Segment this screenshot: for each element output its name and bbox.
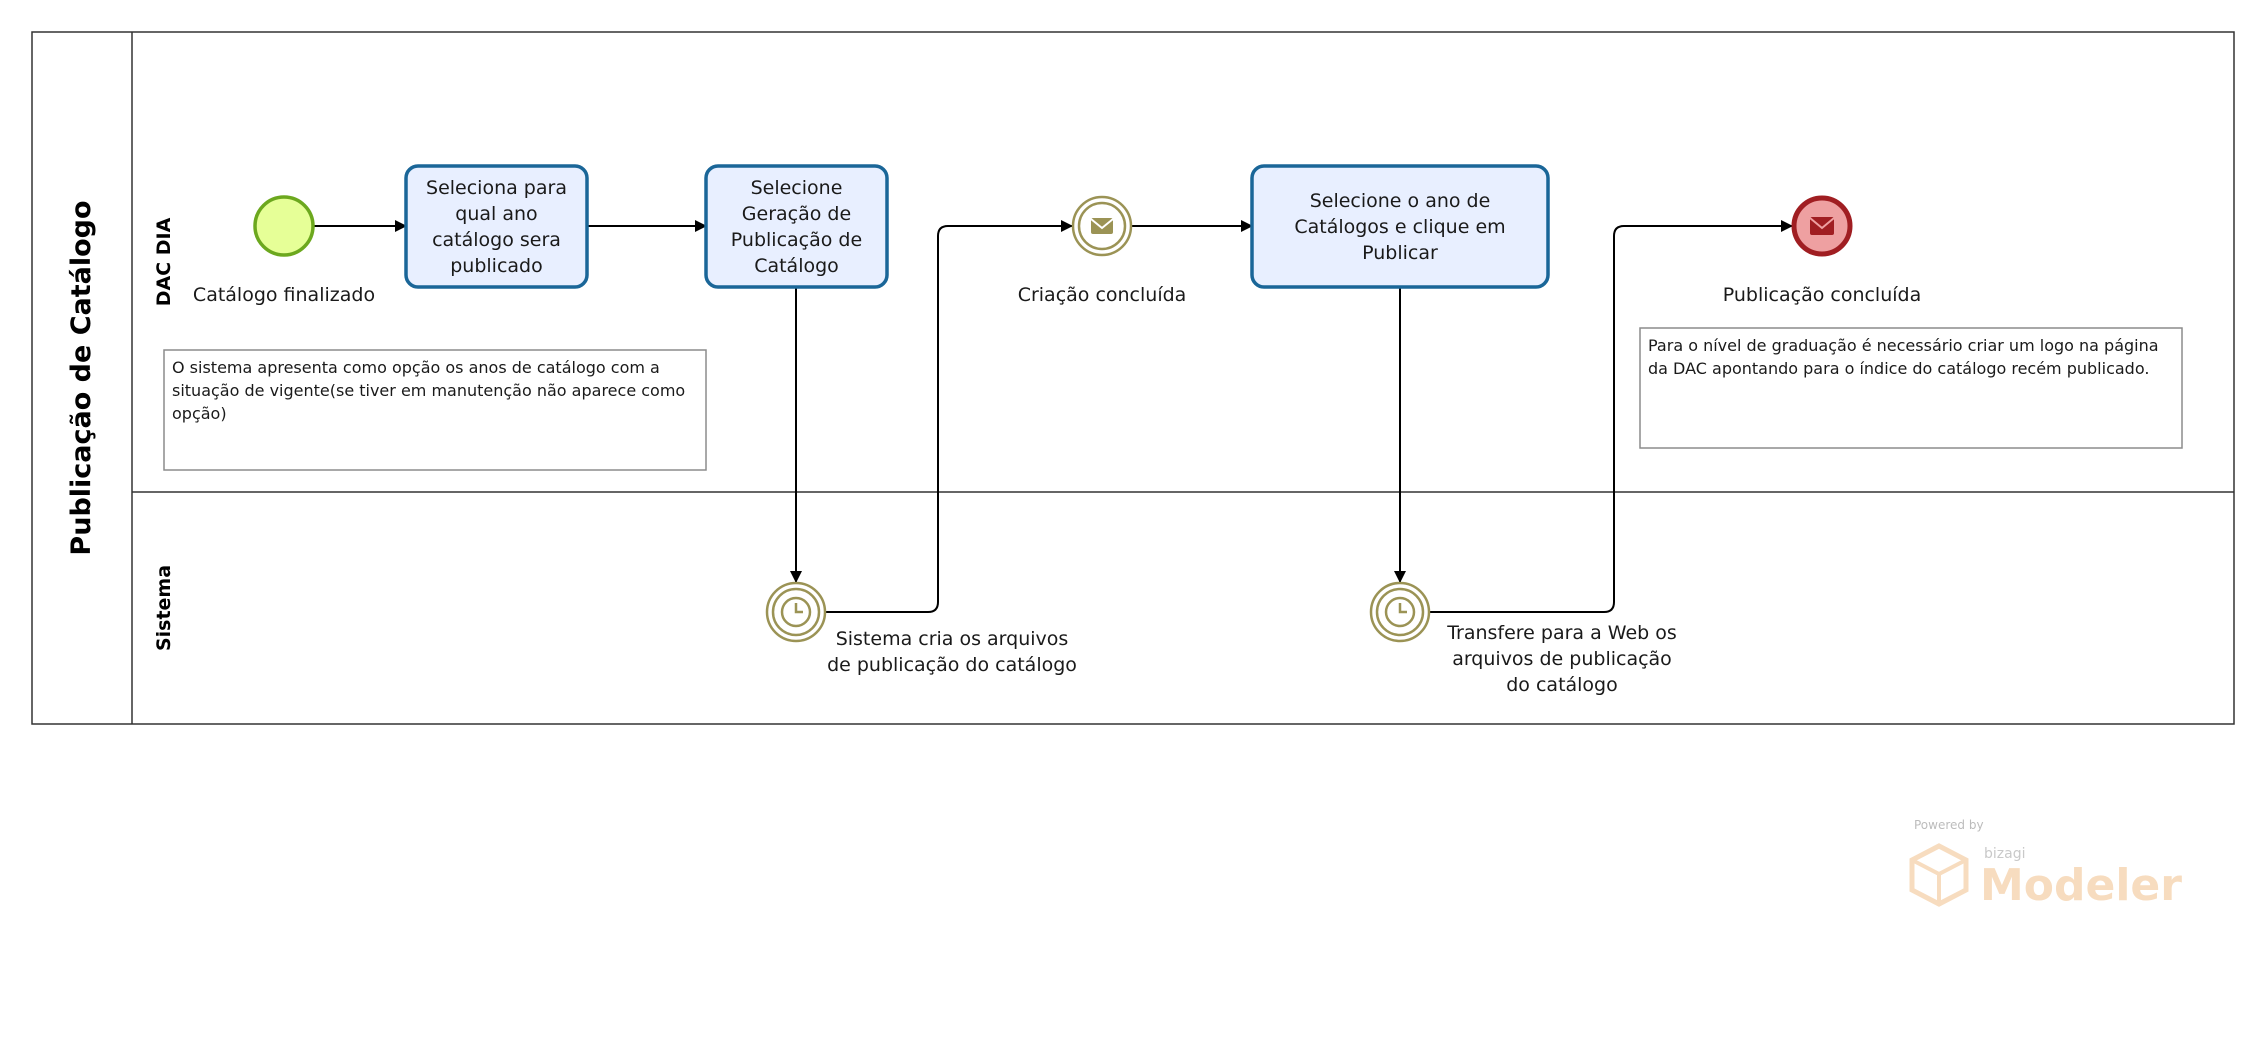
annotation-note-2: Para o nível de graduação é necessário c… bbox=[1639, 327, 2183, 449]
annotation-note-1: O sistema apresenta como opção os anos d… bbox=[163, 349, 707, 471]
watermark-brand: bizagi bbox=[1984, 846, 2025, 862]
end-event-label: Publicação concluída bbox=[1723, 284, 1922, 306]
timer-event-1-label-line2: de publicação do catálogo bbox=[827, 654, 1077, 676]
clock-icon bbox=[780, 596, 812, 628]
task-seleciona-ano[interactable]: Seleciona para qual ano catálogo sera pu… bbox=[404, 164, 589, 289]
watermark-powered-by: Powered by bbox=[1914, 818, 1984, 832]
envelope-icon bbox=[1809, 217, 1835, 235]
sequence-flows bbox=[314, 220, 1793, 613]
end-message-event[interactable] bbox=[1791, 195, 1853, 257]
pool-title: Publicação de Catálogo bbox=[66, 200, 97, 555]
annotation-text: O sistema apresenta como opção os anos d… bbox=[172, 358, 686, 423]
lane-title-sistema: Sistema bbox=[153, 565, 175, 651]
start-event-icon[interactable] bbox=[253, 195, 315, 257]
task-selecione-geracao[interactable]: Selecione Geração de Publicação de Catál… bbox=[704, 164, 889, 289]
flow-timer1-to-message[interactable] bbox=[826, 220, 1073, 613]
bizagi-logo-icon bbox=[1909, 843, 1969, 907]
timer-event-2-label-line1: Transfere para a Web os bbox=[1446, 622, 1677, 644]
flow-timer2-to-end[interactable] bbox=[1430, 220, 1793, 613]
task-label: Selecione o ano de Catálogos e clique em… bbox=[1294, 189, 1506, 264]
task-selecione-ano-publicar[interactable]: Selecione o ano de Catálogos e clique em… bbox=[1250, 164, 1550, 289]
lane-title-dac-dia: DAC DIA bbox=[153, 217, 175, 306]
intermediate-message-event[interactable] bbox=[1071, 195, 1133, 257]
annotation-text: Para o nível de graduação é necessário c… bbox=[1648, 336, 2159, 378]
task-label: Selecione Geração de Publicação de Catál… bbox=[730, 176, 863, 277]
timer-event-2-label-line2: arquivos de publicação bbox=[1452, 648, 1672, 670]
timer-event-1[interactable] bbox=[765, 581, 827, 643]
timer-event-2[interactable] bbox=[1369, 581, 1431, 643]
clock-icon bbox=[1384, 596, 1416, 628]
envelope-icon bbox=[1090, 218, 1114, 234]
task-label: Seleciona para qual ano catálogo sera pu… bbox=[426, 176, 567, 277]
start-event-label: Catálogo finalizado bbox=[193, 284, 375, 306]
timer-event-2-label-line3: do catálogo bbox=[1506, 674, 1618, 696]
bizagi-watermark: Powered by bizagi Modeler bbox=[1909, 818, 2182, 911]
timer-event-1-label-line1: Sistema cria os arquivos bbox=[836, 628, 1069, 650]
intermediate-message-label: Criação concluída bbox=[1018, 284, 1187, 306]
watermark-product: Modeler bbox=[1980, 860, 2182, 911]
